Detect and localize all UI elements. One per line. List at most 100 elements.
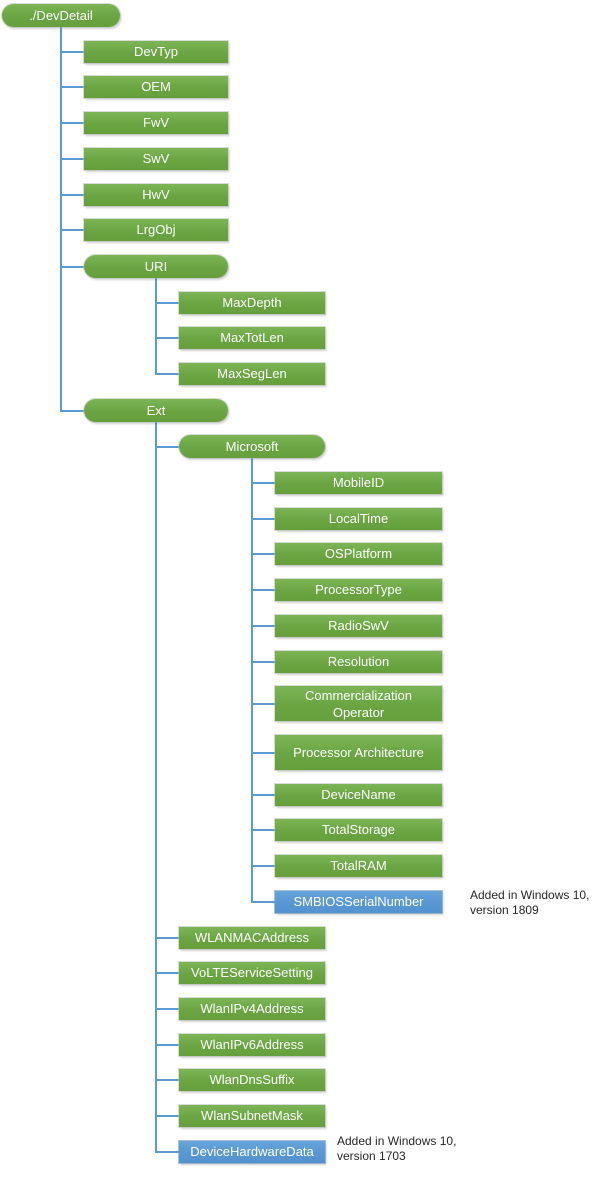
node-microsoft: Microsoft — [179, 435, 325, 458]
node-maxtotlen: MaxTotLen — [179, 327, 325, 349]
node-label: OSPlatform — [324, 546, 393, 561]
connector-stub-devtyp — [60, 51, 84, 53]
connector-vertical-uri — [155, 278, 157, 375]
connector-stub-lrgobj — [60, 229, 84, 231]
node-totalram: TotalRAM — [275, 855, 442, 877]
connector-stub-wlanipv6address — [155, 1044, 179, 1046]
node-label: MaxTotLen — [220, 330, 284, 345]
connector-stub-wlandnssuffix — [155, 1079, 179, 1081]
node-label: OEM — [141, 79, 171, 94]
node-label: WLANMACAddress — [194, 930, 310, 945]
connector-stub-smbiosserialnumber — [251, 901, 275, 903]
node-commercialization-operator: Commercialization Operator — [275, 686, 442, 721]
node-label: SwV — [142, 151, 170, 166]
node-maxseglen: MaxSegLen — [179, 363, 325, 385]
connector-stub-devicehardwaredata — [155, 1151, 179, 1153]
node-label: DeviceHardwareData — [190, 1144, 314, 1159]
annotation-smbiosserialnumber: Added in Windows 10, version 1809 — [470, 888, 590, 917]
node-processortype: ProcessorType — [275, 579, 442, 601]
node-label: MaxDepth — [222, 295, 282, 310]
connector-vertical-microsoft — [251, 458, 253, 903]
node-smbiosserialnumber: SMBIOSSerialNumber — [275, 891, 442, 913]
connector-stub-commercialization-operator — [251, 703, 275, 705]
node-devicehardwaredata: DeviceHardwareData — [179, 1141, 325, 1163]
node-uri: URI — [84, 255, 228, 278]
connector-stub-maxseglen — [155, 373, 179, 375]
connector-stub-microsoft — [155, 446, 179, 448]
connector-stub-devicename — [251, 794, 275, 796]
node-label: TotalStorage — [322, 822, 395, 837]
node-label: Ext — [146, 402, 166, 418]
node-label: MobileID — [332, 475, 385, 490]
connector-stub-osplatform — [251, 553, 275, 555]
connector-stub-wlansubnetmask — [155, 1115, 179, 1117]
node-localtime: LocalTime — [275, 508, 442, 530]
node-swv: SwV — [84, 148, 228, 170]
annotation-devicehardwaredata: Added in Windows 10, version 1703 — [337, 1134, 457, 1163]
connector-stub-maxtotlen — [155, 337, 179, 339]
node-totalstorage: TotalStorage — [275, 819, 442, 841]
node-radioswv: RadioSwV — [275, 615, 442, 637]
connector-stub-processortype — [251, 589, 275, 591]
connector-stub-totalram — [251, 865, 275, 867]
node-wlandnssuffix: WlanDnsSuffix — [179, 1069, 325, 1091]
node-devtyp: DevTyp — [84, 41, 228, 63]
connector-vertical-devdetail — [60, 27, 62, 412]
node-label: WlanSubnetMask — [201, 1108, 303, 1123]
node-label: HwV — [142, 187, 170, 202]
connector-stub-totalstorage — [251, 829, 275, 831]
connector-stub-swv — [60, 158, 84, 160]
node-resolution: Resolution — [275, 651, 442, 673]
connector-stub-localtime — [251, 518, 275, 520]
connector-stub-oem — [60, 86, 84, 88]
node-label: LrgObj — [136, 222, 176, 237]
node-mobileid: MobileID — [275, 472, 442, 494]
connector-stub-volteservicesetting — [155, 972, 179, 974]
node-devdetail: ./DevDetail — [2, 4, 120, 27]
node-wlanmacaddress: WLANMACAddress — [179, 927, 325, 949]
connector-stub-maxdepth — [155, 302, 179, 304]
node-label: Resolution — [327, 654, 390, 669]
node-osplatform: OSPlatform — [275, 543, 442, 565]
node-label: VoLTEServiceSetting — [191, 965, 313, 980]
node-label: DeviceName — [321, 787, 396, 802]
connector-stub-wlanipv4address — [155, 1008, 179, 1010]
node-ext: Ext — [84, 399, 228, 422]
connector-stub-ext — [60, 410, 84, 412]
connector-stub-wlanmacaddress — [155, 937, 179, 939]
node-label: DevTyp — [133, 44, 179, 59]
connector-stub-resolution — [251, 661, 275, 663]
node-label: TotalRAM — [330, 858, 387, 873]
node-label: Microsoft — [225, 438, 279, 454]
node-label: FwV — [143, 115, 169, 130]
node-label: WlanIPv6Address — [200, 1037, 304, 1052]
connector-vertical-ext — [155, 422, 157, 1153]
node-label: ProcessorType — [315, 582, 402, 597]
node-lrgobj: LrgObj — [84, 219, 228, 241]
node-label: WlanIPv4Address — [200, 1001, 304, 1016]
node-wlanipv6address: WlanIPv6Address — [179, 1034, 325, 1056]
connector-stub-processor-architecture — [251, 752, 275, 754]
node-maxdepth: MaxDepth — [179, 292, 325, 314]
node-oem: OEM — [84, 76, 228, 98]
node-label: Commercialization Operator — [305, 687, 412, 720]
connector-stub-mobileid — [251, 482, 275, 484]
node-label: ./DevDetail — [29, 7, 93, 23]
node-label: MaxSegLen — [217, 366, 287, 381]
node-devicename: DeviceName — [275, 784, 442, 806]
node-label: URI — [144, 258, 168, 274]
node-wlansubnetmask: WlanSubnetMask — [179, 1105, 325, 1127]
node-label: WlanDnsSuffix — [209, 1072, 295, 1087]
connector-stub-radioswv — [251, 625, 275, 627]
node-label: RadioSwV — [328, 618, 389, 633]
node-wlanipv4address: WlanIPv4Address — [179, 998, 325, 1020]
node-label: Processor Architecture — [293, 745, 424, 760]
connector-stub-fwv — [60, 122, 84, 124]
node-label: SMBIOSSerialNumber — [293, 894, 424, 909]
node-label: LocalTime — [328, 511, 389, 526]
node-volteservicesetting: VoLTEServiceSetting — [179, 962, 325, 984]
connector-stub-uri — [60, 266, 84, 268]
node-hwv: HwV — [84, 184, 228, 206]
connector-stub-hwv — [60, 194, 84, 196]
